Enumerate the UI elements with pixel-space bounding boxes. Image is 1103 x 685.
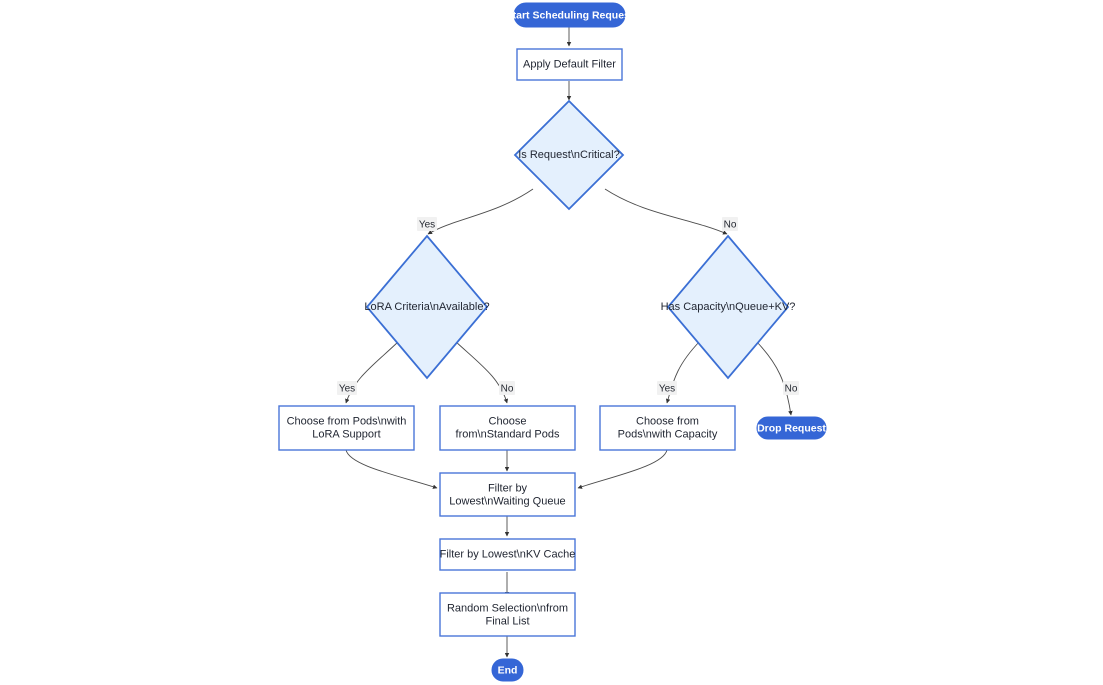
drop-request-shape[interactable]: [756, 416, 827, 440]
edge-is-request-critical-to-has-capacity: [604, 188, 728, 235]
edge-label-critical-yes: Yes: [417, 217, 437, 231]
edge-has-capacity-to-drop-request: [755, 340, 793, 416]
is-request-critical-shape[interactable]: [513, 99, 625, 211]
edge-label-layer: Yes No Yes No Yes No: [337, 217, 799, 395]
edge-label-capacity-no: No: [783, 381, 799, 395]
node-end[interactable]: End: [491, 658, 524, 682]
node-lora-criteria-available[interactable]: LoRA Criteria\nAvailable?: [364, 234, 490, 380]
node-filter-kv-cache[interactable]: Filter by Lowest\nKV Cache: [439, 538, 576, 571]
edge-label-critical-no: No: [722, 217, 738, 231]
has-capacity-shape[interactable]: [666, 234, 790, 380]
drop-request-label: Drop Request: [757, 422, 826, 434]
node-choose-pods-capacity[interactable]: Choose from Pods\nwith Capacity: [599, 405, 736, 451]
node-apply-default-filter[interactable]: Apply Default Filter: [516, 48, 623, 81]
choose-pods-capacity-shape[interactable]: [599, 405, 736, 451]
filter-kv-cache-label: Filter by Lowest\nKV Cache: [440, 548, 576, 560]
node-filter-waiting-queue[interactable]: Filter by Lowest\nWaiting Queue: [439, 472, 576, 517]
edge-label-text: No: [785, 384, 798, 395]
edge-label-lora-yes: Yes: [337, 381, 357, 395]
edge-has-capacity-to-choose-pods-capacity: [665, 340, 701, 404]
choose-standard-pods-shape[interactable]: [439, 405, 576, 451]
edge-label-capacity-yes: Yes: [657, 381, 677, 395]
filter-kv-cache-shape[interactable]: [439, 538, 576, 571]
node-choose-standard-pods[interactable]: Choose from\nStandard Pods: [439, 405, 576, 451]
node-drop-request[interactable]: Drop Request: [756, 416, 827, 440]
lora-criteria-available-label: LoRA Criteria\nAvailable?: [364, 301, 489, 313]
choose-pods-capacity-label-line1: Choose from: [636, 415, 699, 427]
node-choose-pods-lora[interactable]: Choose from Pods\nwith LoRA Support: [278, 405, 415, 451]
choose-pods-capacity-label-line2: Pods\nwith Capacity: [618, 428, 718, 440]
edge-is-request-critical-to-lora-criteria: [427, 188, 534, 235]
edge-label-text: Yes: [419, 220, 435, 231]
filter-waiting-queue-label-line1: Filter by: [488, 482, 528, 494]
lora-criteria-available-shape[interactable]: [365, 234, 489, 380]
end-node-shape[interactable]: [491, 658, 524, 682]
choose-pods-lora-shape[interactable]: [278, 405, 415, 451]
edge-choose-pods-lora-to-filter-waiting-queue: [345, 449, 438, 489]
edge-label-text: No: [501, 384, 514, 395]
has-capacity-label: Has Capacity\nQueue+KV?: [661, 301, 796, 313]
edge-label-text: Yes: [339, 384, 355, 395]
apply-default-filter-label: Apply Default Filter: [523, 58, 616, 70]
node-random-selection[interactable]: Random Selection\nfrom Final List: [439, 592, 576, 637]
edge-choose-pods-capacity-to-filter-waiting-queue: [577, 449, 668, 489]
edge-label-lora-no: No: [499, 381, 515, 395]
start-node-label: Start Scheduling Request: [506, 9, 634, 21]
edge-lora-criteria-to-choose-standard-pods: [454, 340, 509, 404]
is-request-critical-label: Is Request\nCritical?: [518, 149, 620, 161]
choose-pods-lora-label-line2: LoRA Support: [312, 428, 381, 440]
node-has-capacity[interactable]: Has Capacity\nQueue+KV?: [661, 234, 796, 380]
filter-waiting-queue-shape[interactable]: [439, 472, 576, 517]
node-start[interactable]: Start Scheduling Request: [506, 2, 634, 28]
choose-pods-lora-label-line1: Choose from Pods\nwith: [287, 415, 407, 427]
edge-layer: [345, 27, 793, 658]
random-selection-label-line2: Final List: [485, 615, 529, 627]
apply-default-filter-shape[interactable]: [516, 48, 623, 81]
edge-label-text: No: [724, 220, 737, 231]
edge-label-text: Yes: [659, 384, 675, 395]
choose-standard-pods-label-line2: from\nStandard Pods: [456, 428, 560, 440]
edge-lora-criteria-to-choose-pods-lora: [345, 340, 400, 404]
random-selection-label-line1: Random Selection\nfrom: [447, 602, 568, 614]
random-selection-shape[interactable]: [439, 592, 576, 637]
node-is-request-critical[interactable]: Is Request\nCritical?: [513, 99, 625, 211]
node-layer: Start Scheduling Request Apply Default F…: [278, 2, 827, 682]
filter-waiting-queue-label-line2: Lowest\nWaiting Queue: [449, 495, 565, 507]
start-node-shape[interactable]: [513, 2, 626, 28]
end-node-label: End: [498, 664, 518, 676]
choose-standard-pods-label-line1: Choose: [489, 415, 527, 427]
